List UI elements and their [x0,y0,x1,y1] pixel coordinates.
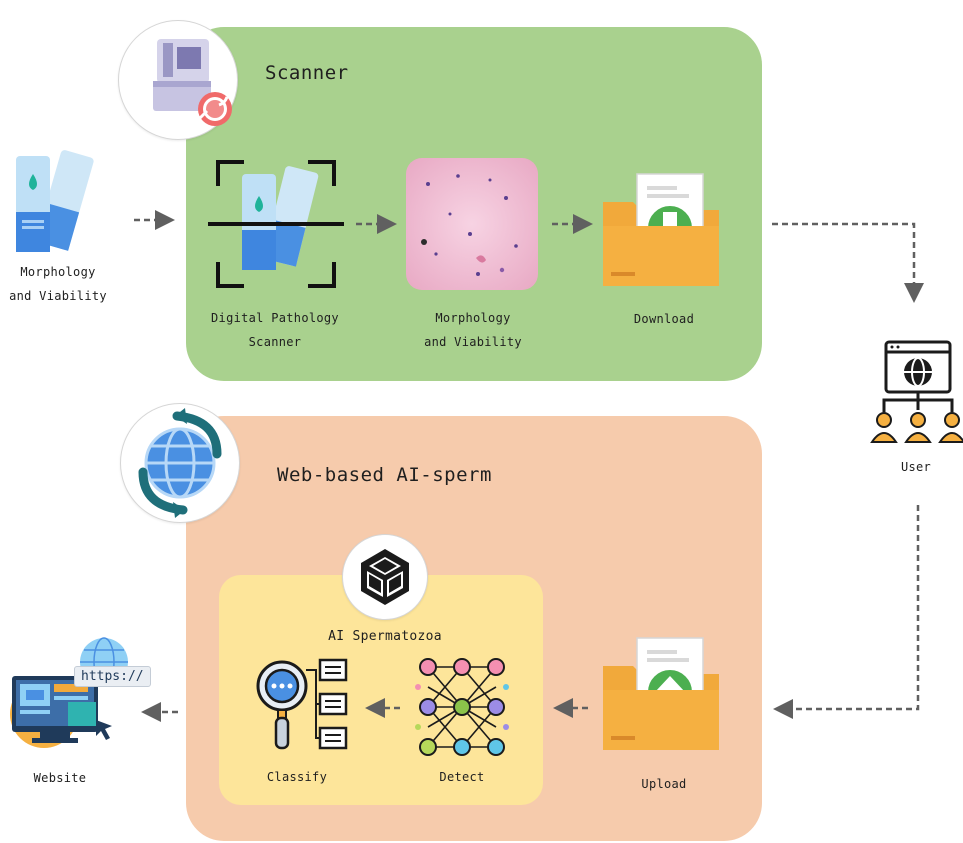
source-label: Morphology and Viability [8,260,108,308]
scanner-device-icon [153,39,232,126]
web-circle [120,403,240,523]
arrow-download-to-user [772,222,924,303]
scanner-title: Scanner [265,62,349,84]
step2-label: Morphology and Viability [400,306,546,354]
step2-label-line1: Morphology [435,311,511,325]
web-sync-globe-icon [138,408,222,518]
step1-label-line1: Digital Pathology [211,311,339,325]
web-ai-sperm-title: Web-based AI-sperm [277,464,492,486]
url-badge: https:// [74,666,151,687]
scan-frame-icon [208,160,344,288]
microscopy-image [406,158,538,290]
source-label-line1: Morphology [20,265,96,279]
scanner-circle [118,20,238,140]
user-label: User [900,460,932,474]
glass-slides-icon [16,150,94,252]
classify-label: Classify [266,770,328,784]
step3-label: Download [633,312,695,326]
ai-circle [342,534,428,620]
arrow-user-to-upload [773,505,920,719]
step1-label-line2: Scanner [248,335,302,349]
ai-cube-icon [361,549,409,605]
ai-spermatozoa-title: AI Spermatozoa [328,629,442,644]
neural-network-icon [415,658,509,756]
website-label: Website [33,771,87,785]
detect-label: Detect [439,770,485,784]
step2-label-line2: and Viability [424,335,522,349]
classify-magnifier-icon [256,658,348,750]
source-label-line2: and Viability [9,289,107,303]
user-network-icon [870,340,963,443]
upload-label: Upload [641,777,687,791]
download-folder-icon [603,173,719,286]
step1-label: Digital Pathology Scanner [200,306,350,354]
upload-folder-icon [603,637,719,750]
